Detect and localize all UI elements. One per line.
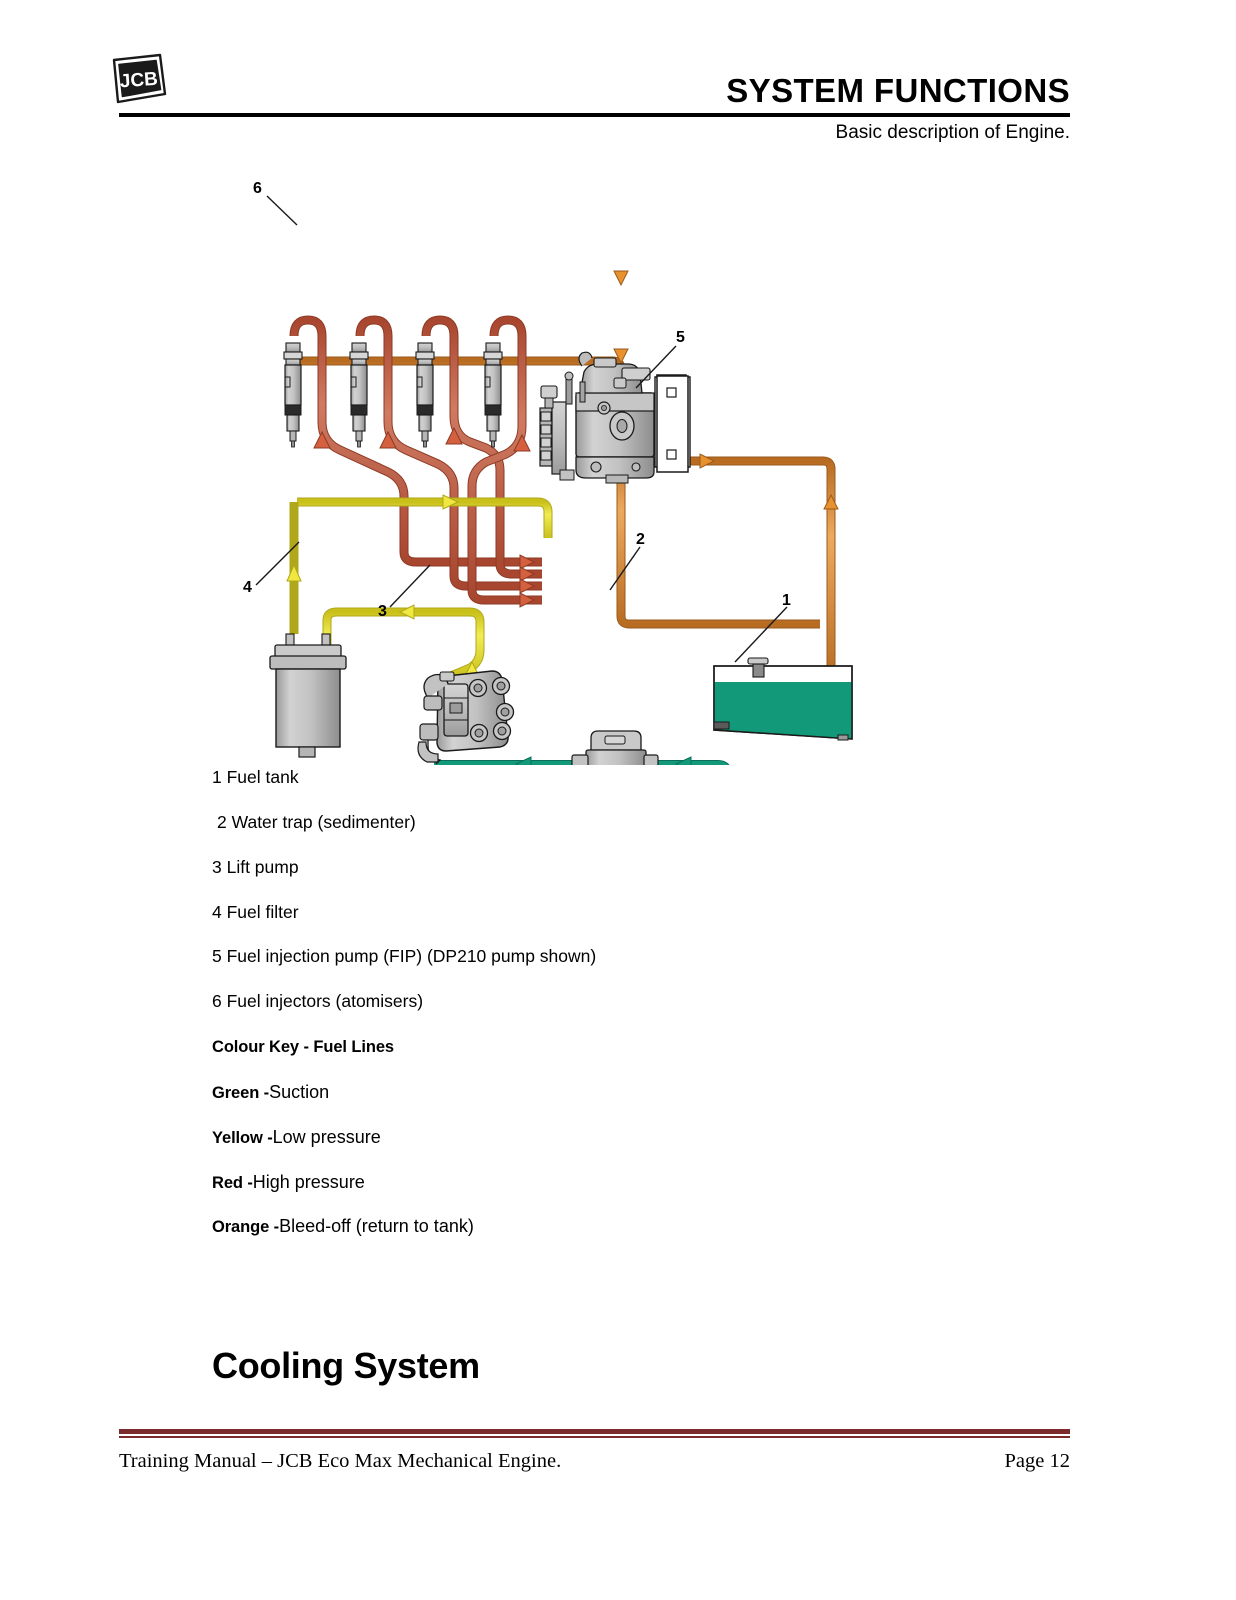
colour-key-entry-red: Red -High pressure [212, 1173, 365, 1192]
header-divider [119, 113, 1070, 117]
callout-leaders [255, 195, 788, 663]
colour-key-entry-orange: Orange -Bleed-off (return to tank) [212, 1217, 474, 1236]
fuel-injector [415, 342, 435, 448]
colour-key-entry-green: Green -Suction [212, 1083, 329, 1102]
jcb-logo: JCB [108, 52, 170, 107]
tank-pickup-strainer [713, 721, 730, 730]
footer-divider-thick [119, 1429, 1070, 1434]
callout-5: 5 [676, 329, 685, 346]
colour-key-dash-red: - [242, 1174, 253, 1192]
footer-divider-thin [119, 1436, 1070, 1438]
lift-pump [417, 670, 515, 765]
colour-key-dash-green: - [259, 1084, 270, 1102]
parts-list-item-5: 5 Fuel injection pump (FIP) (DP210 pump … [212, 946, 597, 966]
colour-key-name-red: Red [212, 1174, 243, 1192]
callout-2: 2 [636, 531, 645, 548]
parts-list-item-3: 3 Lift pump [212, 857, 299, 877]
colour-key-name-green: Green [212, 1084, 260, 1102]
suction-line-group [434, 760, 730, 765]
colour-key-desc-orange: Bleed-off (return to tank) [279, 1216, 474, 1236]
callout-numbers: 6 5 2 1 4 3 [243, 180, 791, 620]
parts-list-item-2: 2 Water trap (sedimenter) [217, 812, 416, 832]
tank-filler-cap [747, 657, 769, 665]
colour-key-name-orange: Orange [212, 1218, 270, 1236]
fuel-system-svg: 6 5 2 1 4 3 [243, 180, 853, 765]
colour-key-dash-orange: - [269, 1218, 280, 1236]
colour-key-title-text: Colour Key - Fuel Lines [212, 1038, 394, 1056]
page-header: JCB SYSTEM FUNCTIONS Basic description o… [0, 0, 1236, 150]
parts-list-item-1: 1 Fuel tank [212, 767, 299, 787]
colour-key-desc-green: Suction [269, 1082, 330, 1102]
fuel-injector [483, 342, 503, 448]
fuel-injection-pump [539, 351, 691, 484]
fuel-system-diagram: 6 5 2 1 4 3 [0, 150, 1236, 765]
fuel-filter [269, 633, 347, 758]
footer-page-number: Page 12 [1004, 1450, 1070, 1472]
callout-1: 1 [782, 592, 791, 609]
colour-key-title: Colour Key - Fuel Lines [212, 1038, 394, 1056]
colour-key-dash-yellow: - [262, 1129, 273, 1147]
parts-list-item-6: 6 Fuel injectors (atomisers) [212, 991, 424, 1011]
fuel-injectors-group [283, 342, 503, 448]
colour-key-desc-red: High pressure [252, 1172, 365, 1192]
low-pressure-lines-group [289, 497, 553, 683]
jcb-logo-text: JCB [119, 69, 158, 93]
callout-6: 6 [253, 180, 262, 197]
parts-list-item-4: 4 Fuel filter [212, 902, 299, 922]
fuel-injector [349, 342, 369, 448]
page-footer: Training Manual – JCB Eco Max Mechanical… [0, 1418, 1236, 1508]
colour-key-entry-yellow: Yellow -Low pressure [212, 1128, 381, 1147]
colour-key-name-yellow: Yellow [212, 1129, 263, 1147]
suction-arrows [514, 756, 692, 765]
footer-manual-title: Training Manual – JCB Eco Max Mechanical… [119, 1450, 562, 1472]
bleed-off-arrows [613, 270, 839, 510]
colour-key-desc-yellow: Low pressure [272, 1127, 381, 1147]
section-heading-cooling-system: Cooling System [212, 1345, 480, 1386]
page-title: SYSTEM FUNCTIONS [726, 72, 1070, 109]
high-pressure-arrows [313, 426, 536, 608]
callout-3: 3 [378, 603, 387, 620]
callout-4: 4 [243, 579, 252, 596]
fuel-injector [283, 342, 303, 448]
page-subtitle: Basic description of Engine. [835, 122, 1070, 143]
high-pressure-lines-group [289, 315, 542, 605]
fuel-tank [713, 657, 853, 741]
water-trap-sedimenter [571, 730, 659, 765]
